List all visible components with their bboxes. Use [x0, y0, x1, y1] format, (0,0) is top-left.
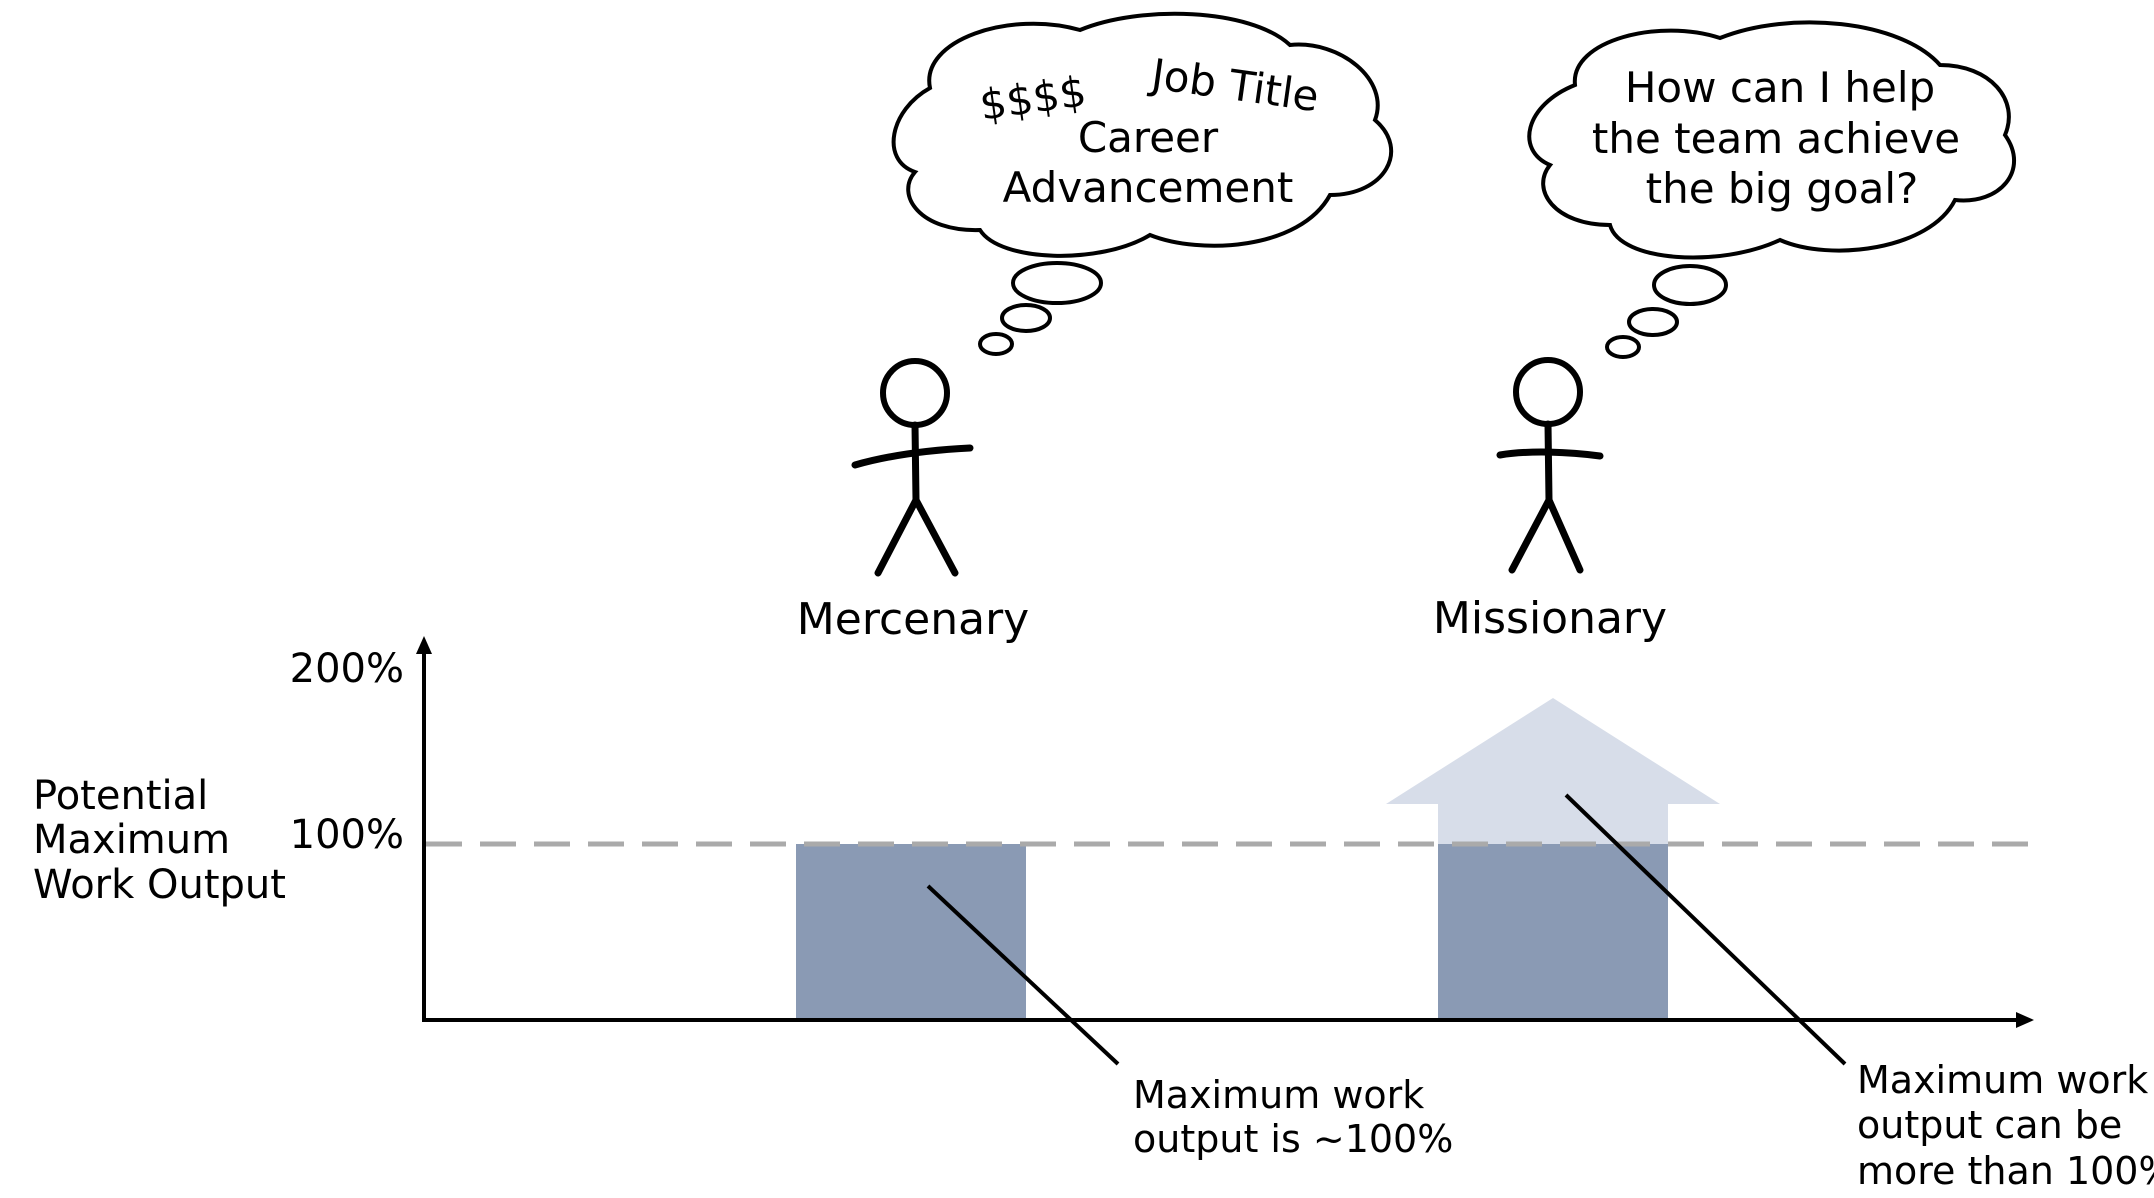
- y-axis-label-line-1: Potential: [33, 773, 208, 819]
- output-chart: 200% 100% Potential Maximum Work Output: [33, 636, 2034, 1028]
- x-axis-arrowhead: [2016, 1012, 2034, 1028]
- missionary-label: Missionary: [1433, 593, 1667, 644]
- missionary-head: [1516, 360, 1580, 424]
- missionary-arms: [1500, 452, 1600, 456]
- missionary-thought-bubble-large: [1654, 266, 1726, 304]
- missionary-thought-bubble-small: [1607, 337, 1639, 357]
- mercenary-legs: [878, 500, 955, 573]
- mercenary-label: Mercenary: [797, 594, 1029, 645]
- mercenary-stick-figure: [855, 361, 970, 573]
- missionary-body: [1548, 424, 1549, 500]
- mercenary-thought-bubble-medium: [1002, 305, 1050, 331]
- missionary-thought-line-1: How can I help: [1625, 63, 1935, 112]
- mercenary-thought-bubble-small: [980, 334, 1012, 354]
- missionary-note-line-3: more than 100%: [1857, 1149, 2154, 1193]
- missionary-thought-line-3: the big goal?: [1646, 164, 1919, 213]
- missionary-note-line-2: output can be: [1857, 1103, 2122, 1147]
- thought-career: Career: [1078, 113, 1219, 162]
- mercenary-head: [883, 361, 947, 425]
- missionary-thought-bubble-medium: [1629, 309, 1677, 335]
- y-axis-arrowhead: [416, 636, 432, 654]
- mercenary-note-line-2: output is ~100%: [1133, 1117, 1453, 1161]
- missionary-output-bar: [1438, 844, 1668, 1020]
- missionary-legs: [1512, 500, 1580, 570]
- mercenary-thought-cloud: $$$$ Job Title Career Advancement: [894, 14, 1392, 354]
- y-tick-200: 200%: [290, 646, 404, 692]
- y-axis-label-line-3: Work Output: [33, 862, 286, 908]
- missionary-thought-line-2: the team achieve: [1592, 114, 1960, 163]
- mercenary-note-line-1: Maximum work: [1133, 1073, 1424, 1117]
- mercenary-thought-bubble-large: [1013, 263, 1101, 303]
- missionary-note-line-1: Maximum work: [1857, 1058, 2148, 1102]
- missionary-potential-arrow: [1386, 698, 1720, 844]
- y-tick-100: 100%: [290, 812, 404, 858]
- missionary-thought-cloud: How can I help the team achieve the big …: [1529, 22, 2014, 357]
- y-axis-label-line-2: Maximum: [33, 817, 230, 863]
- mercenary-output-bar: [796, 844, 1026, 1020]
- mercenary-body: [915, 425, 916, 500]
- missionary-stick-figure: [1500, 360, 1600, 570]
- thought-advancement: Advancement: [1003, 163, 1294, 212]
